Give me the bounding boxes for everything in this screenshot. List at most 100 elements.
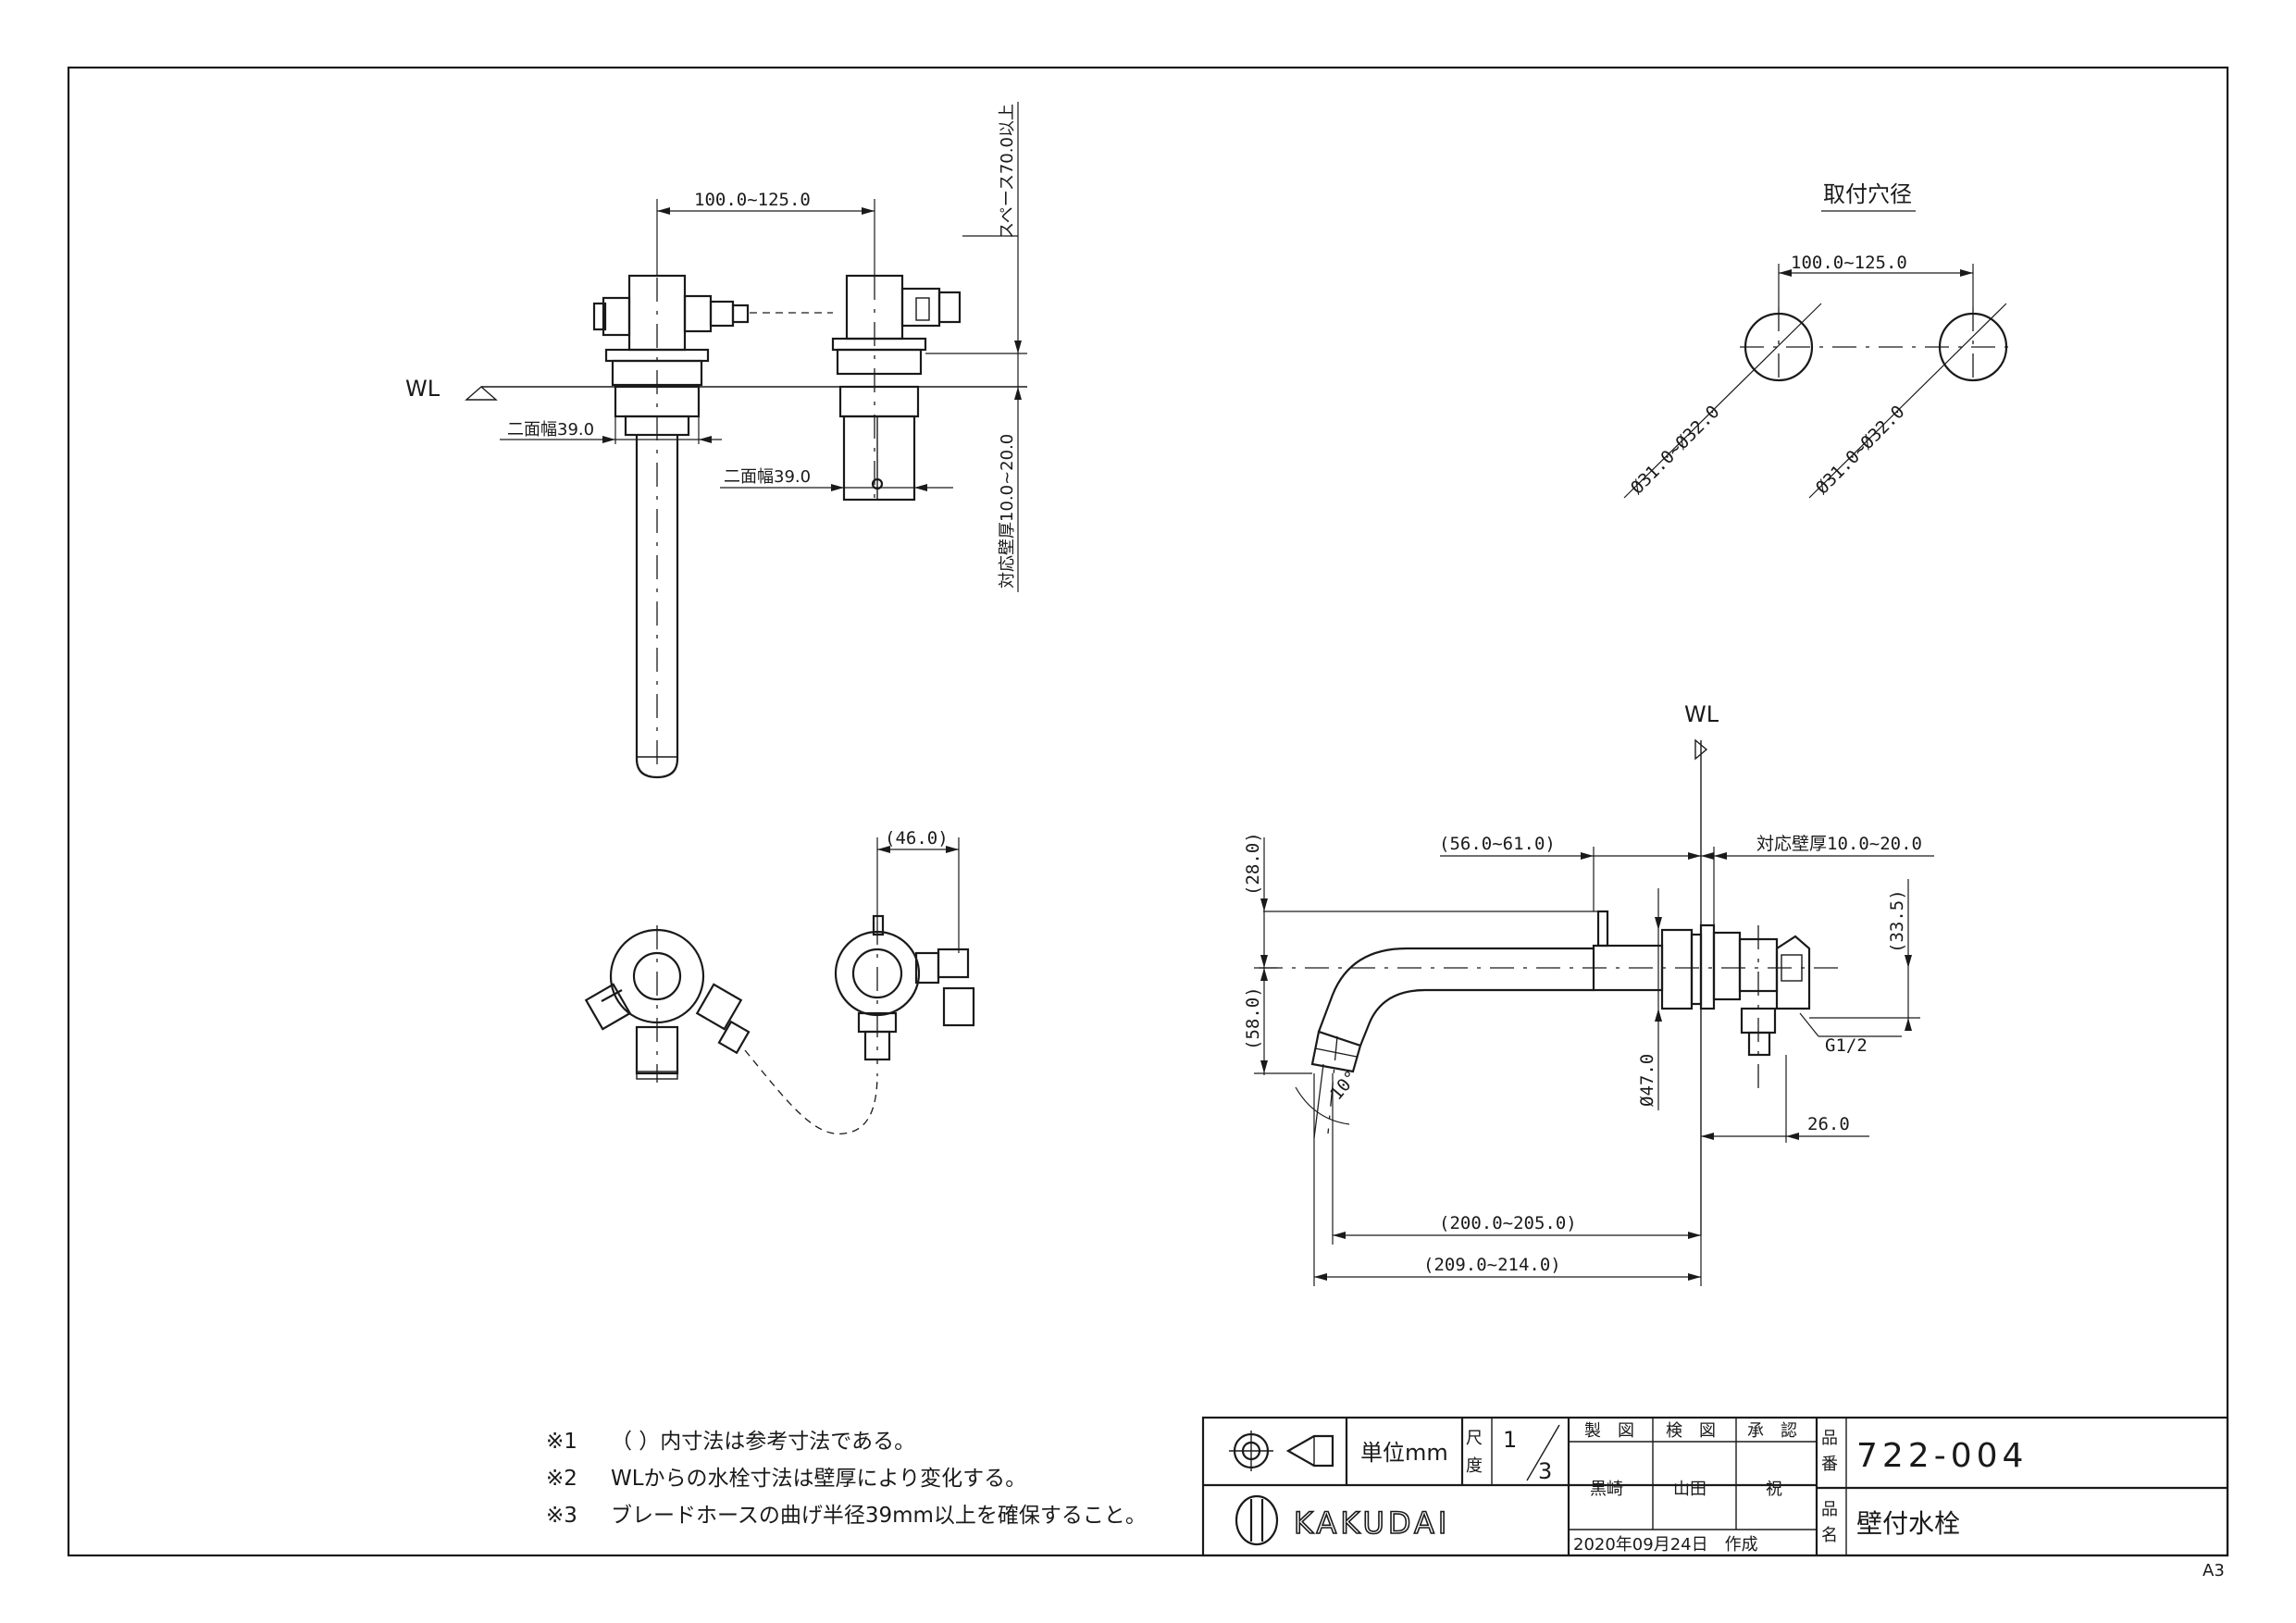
d58-label: (58.0)	[1243, 986, 1263, 1050]
side-lever	[1596, 910, 1609, 948]
right-nut	[838, 385, 920, 418]
hose-offset-label: (46.0)	[885, 828, 949, 849]
scale-den: 3	[1538, 1458, 1552, 1484]
checked-by: 山田	[1673, 1480, 1706, 1499]
sheet-size: A3	[2203, 1561, 2225, 1580]
right-flange-base	[836, 348, 923, 376]
wall-label-side: 対応壁厚10.0~20.0	[1756, 834, 1922, 854]
drawn-by: 黒崎	[1590, 1480, 1623, 1499]
left-outlet-fitting	[709, 300, 735, 328]
side-outlet-tip	[1747, 1031, 1771, 1057]
d200-label: (200.0~205.0)	[1439, 1213, 1577, 1233]
part-no-label-1: 品	[1821, 1429, 1838, 1448]
pitch-label: 100.0~125.0	[1791, 253, 1907, 273]
third-angle-projection-icon	[1229, 1431, 1334, 1471]
left-handle-cap	[592, 302, 607, 331]
width1-label: 二面幅39.0	[507, 420, 594, 440]
right-shank	[842, 415, 916, 502]
left-handle	[602, 296, 631, 337]
top-outlet-tip	[717, 1020, 751, 1055]
width2-label: 二面幅39.0	[724, 467, 811, 487]
right-flange	[831, 337, 927, 352]
dia-right-label: Ø31.0~Ø32.0	[1812, 402, 1909, 499]
top-right-lever	[872, 914, 885, 936]
scale-num: 1	[1503, 1427, 1517, 1453]
note-1: ※1 （ ）内寸法は参考寸法である。	[546, 1423, 1147, 1460]
side-flange-inner	[1690, 933, 1703, 1006]
side-spout-top	[1317, 947, 1594, 1033]
side-spout-bottom	[1359, 988, 1594, 1047]
side-view: WL (56.0~61.0) 対応壁厚10.0~20.0	[1243, 701, 1934, 1286]
dim-center-label: 100.0~125.0	[694, 190, 811, 210]
d28-label: (28.0)	[1243, 832, 1263, 896]
name-label-1: 品	[1821, 1500, 1838, 1519]
note-mark: ※2	[546, 1467, 577, 1491]
side-wall-nut	[1699, 923, 1716, 1010]
right-fitting-inner	[915, 297, 930, 321]
note-2: ※2 WLからの水栓寸法は壁厚により変化する。	[546, 1460, 1147, 1497]
angle-ref	[1313, 1063, 1324, 1139]
wl-label-front: WL	[405, 376, 441, 402]
title-block-frame	[1201, 1416, 2229, 1557]
drawing-frame	[67, 66, 2229, 1557]
d26-label: 26.0	[1807, 1114, 1850, 1134]
wl-triangle-front	[465, 386, 498, 401]
wl-label-side: WL	[1684, 701, 1719, 727]
top-hose	[744, 1049, 878, 1135]
dim-arrows	[1014, 341, 1022, 400]
thread-label: G1/2	[1825, 1035, 1868, 1056]
note-mark: ※1	[546, 1430, 577, 1454]
mounting-hole-view: 取付穴径 100.0~125.0 Ø31.0~Ø32.0 Ø31.0~Ø32.0	[1623, 181, 2013, 499]
unit-label: 単位mm	[1360, 1440, 1448, 1466]
note-text: （ ）内寸法は参考寸法である。	[611, 1430, 916, 1454]
note-text: ブレードホースの曲げ半径39mm以上を確保すること。	[611, 1504, 1147, 1528]
top-right-side-nut	[942, 986, 975, 1027]
right-shank-hole	[871, 477, 884, 490]
company-name: KAKUDAI	[1294, 1505, 1450, 1541]
front-view: WL 100.0~125.0	[405, 102, 1027, 779]
drawn-label: 製 図	[1584, 1421, 1634, 1441]
top-outlet-nut	[695, 983, 743, 1031]
front-spout	[635, 435, 679, 779]
top-handle	[584, 983, 632, 1031]
scale-label-1: 尺	[1466, 1429, 1483, 1448]
scale-label-2: 度	[1466, 1456, 1483, 1476]
note-text: WLからの水栓寸法は壁厚により変化する。	[611, 1467, 1027, 1491]
checked-label: 検 図	[1666, 1421, 1716, 1441]
approved-by: 祝	[1766, 1480, 1782, 1499]
notes: ※1 （ ）内寸法は参考寸法である。 ※2 WLからの水栓寸法は壁厚により変化する。…	[546, 1423, 1147, 1534]
kakudai-logo-icon	[1235, 1494, 1279, 1546]
d335-label: (33.5)	[1887, 889, 1907, 953]
left-outlet-tip	[731, 304, 750, 324]
part-no-label-2: 番	[1821, 1455, 1838, 1474]
dim-arrows	[1688, 852, 1727, 860]
left-outlet-nut	[683, 294, 713, 333]
d47-label: Ø47.0	[1637, 1054, 1657, 1107]
top-right-side-elbow	[937, 948, 970, 979]
side-nut	[1712, 931, 1742, 1001]
dia-left-label: Ø31.0~Ø32.0	[1627, 402, 1724, 499]
side-stop-valve	[1775, 935, 1811, 1010]
side-flange	[1660, 928, 1694, 1010]
dia-leader-right	[1808, 303, 2007, 499]
part-number: 722-004	[1856, 1437, 2028, 1475]
wall-label-front: 対応壁厚10.0~20.0	[998, 434, 1017, 588]
space-label: スペース70.0以上	[998, 104, 1017, 239]
top-view: (46.0)	[584, 828, 975, 1135]
dia-leader-left	[1623, 303, 1822, 499]
scale-slash	[1526, 1424, 1560, 1481]
d209-label: (209.0~214.0)	[1423, 1255, 1561, 1275]
approved-label: 承 認	[1747, 1421, 1797, 1441]
product-name: 壁付水栓	[1856, 1508, 1960, 1539]
thread-leader	[1799, 1012, 1819, 1037]
top-left-inner	[632, 951, 682, 1001]
mounting-hole-title: 取付穴径	[1823, 181, 1912, 207]
top-right-inner	[851, 948, 903, 999]
name-label-2: 名	[1821, 1526, 1838, 1545]
d56-label: (56.0~61.0)	[1439, 834, 1556, 854]
title-block: 単位mm 尺 度 1 3 製 図 検 図 承 認 黒崎 山田 祝 品 番 722…	[1201, 1416, 2229, 1557]
angle-arc	[1295, 1086, 1350, 1125]
side-spout-tip	[1310, 1030, 1362, 1073]
